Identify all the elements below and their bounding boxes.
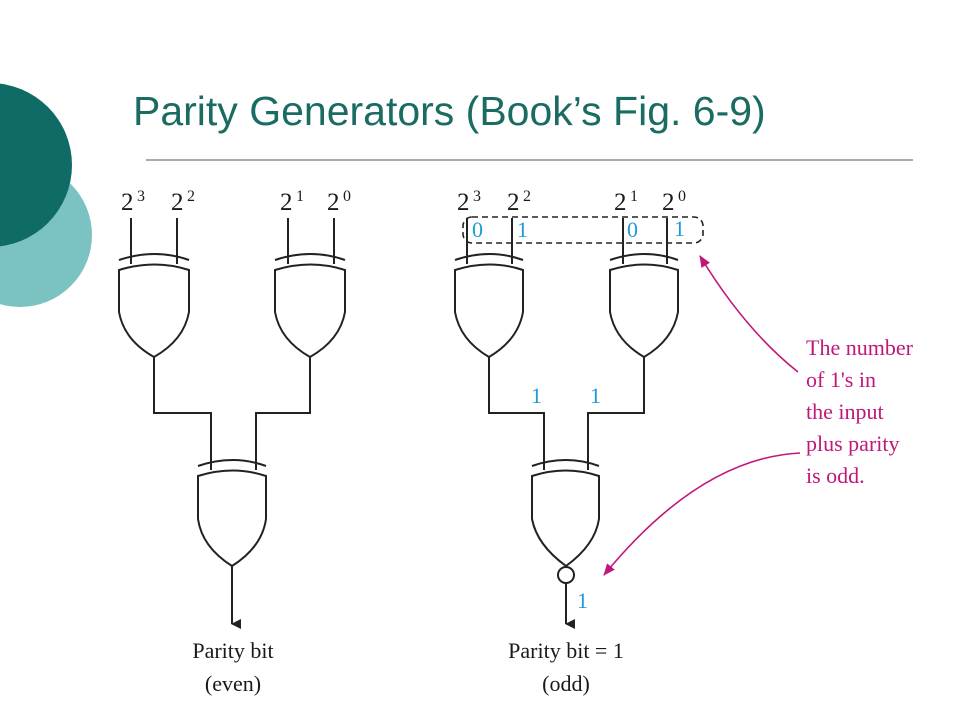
wire [488, 357, 545, 470]
input-bits-highlight-box [462, 216, 704, 244]
wire [255, 357, 311, 470]
decorative-circles [0, 83, 92, 307]
annotation-line: is odd. [806, 463, 865, 488]
input-bit: 1 [517, 217, 528, 242]
input-bit: 0 [627, 217, 638, 242]
annotation-line: the input [806, 399, 884, 424]
base-label: 2 [121, 189, 134, 216]
deco-circle-dark [0, 83, 72, 247]
annotation-arrow-to-output [603, 452, 801, 576]
right-input-2-3: 2 3 [457, 188, 481, 216]
input-bit: 1 [674, 216, 685, 241]
base-label: 2 [457, 189, 470, 216]
exp-label: 1 [630, 188, 638, 205]
left-caption-line2: (even) [205, 671, 261, 696]
right-input-2-0: 2 0 [662, 188, 686, 216]
wire [153, 357, 212, 470]
left-caption-line1: Parity bit [192, 638, 273, 663]
xor-gate [454, 253, 524, 359]
annotation-line: The number [806, 335, 914, 360]
right-input-2-2: 2 2 [507, 188, 531, 216]
exp-label: 2 [523, 188, 531, 205]
right-circuit: 2 3 2 2 2 1 2 0 0 1 0 1 [454, 188, 704, 696]
xor-gate [118, 253, 190, 359]
xor-gate [609, 253, 679, 359]
base-label: 2 [614, 189, 627, 216]
xnor-gate [531, 459, 600, 584]
base-label: 2 [507, 189, 520, 216]
annotation-arrow-to-inputs [699, 255, 799, 373]
right-caption-line2: (odd) [542, 671, 590, 696]
annotation: The number of 1's in the input plus pari… [603, 255, 914, 576]
exp-label: 2 [187, 188, 195, 205]
left-input-2-3: 2 3 [121, 188, 145, 216]
left-input-2-2: 2 2 [171, 188, 195, 216]
left-circuit: 2 3 2 2 2 1 2 0 [118, 188, 351, 696]
inversion-bubble [557, 566, 575, 584]
annotation-line: of 1's in [806, 367, 876, 392]
intermediate-bit: 1 [590, 383, 601, 408]
exp-label: 3 [137, 188, 145, 205]
input-bit: 0 [472, 217, 483, 242]
base-label: 2 [171, 189, 184, 216]
xor-gate [274, 253, 346, 359]
xor-gate [197, 459, 267, 568]
wire [587, 357, 645, 470]
left-input-2-1: 2 1 [280, 188, 304, 216]
exp-label: 1 [296, 188, 304, 205]
slide-title: Parity Generators (Book’s Fig. 6-9) [133, 88, 766, 134]
exp-label: 0 [343, 188, 351, 205]
output-bit: 1 [577, 588, 588, 613]
annotation-line: plus parity [806, 431, 900, 456]
right-input-2-1: 2 1 [614, 188, 638, 216]
left-input-2-0: 2 0 [327, 188, 351, 216]
right-caption-line1: Parity bit = 1 [508, 638, 624, 663]
exp-label: 3 [473, 188, 481, 205]
base-label: 2 [327, 189, 340, 216]
intermediate-bit: 1 [531, 383, 542, 408]
base-label: 2 [662, 189, 675, 216]
base-label: 2 [280, 189, 293, 216]
exp-label: 0 [678, 188, 686, 205]
